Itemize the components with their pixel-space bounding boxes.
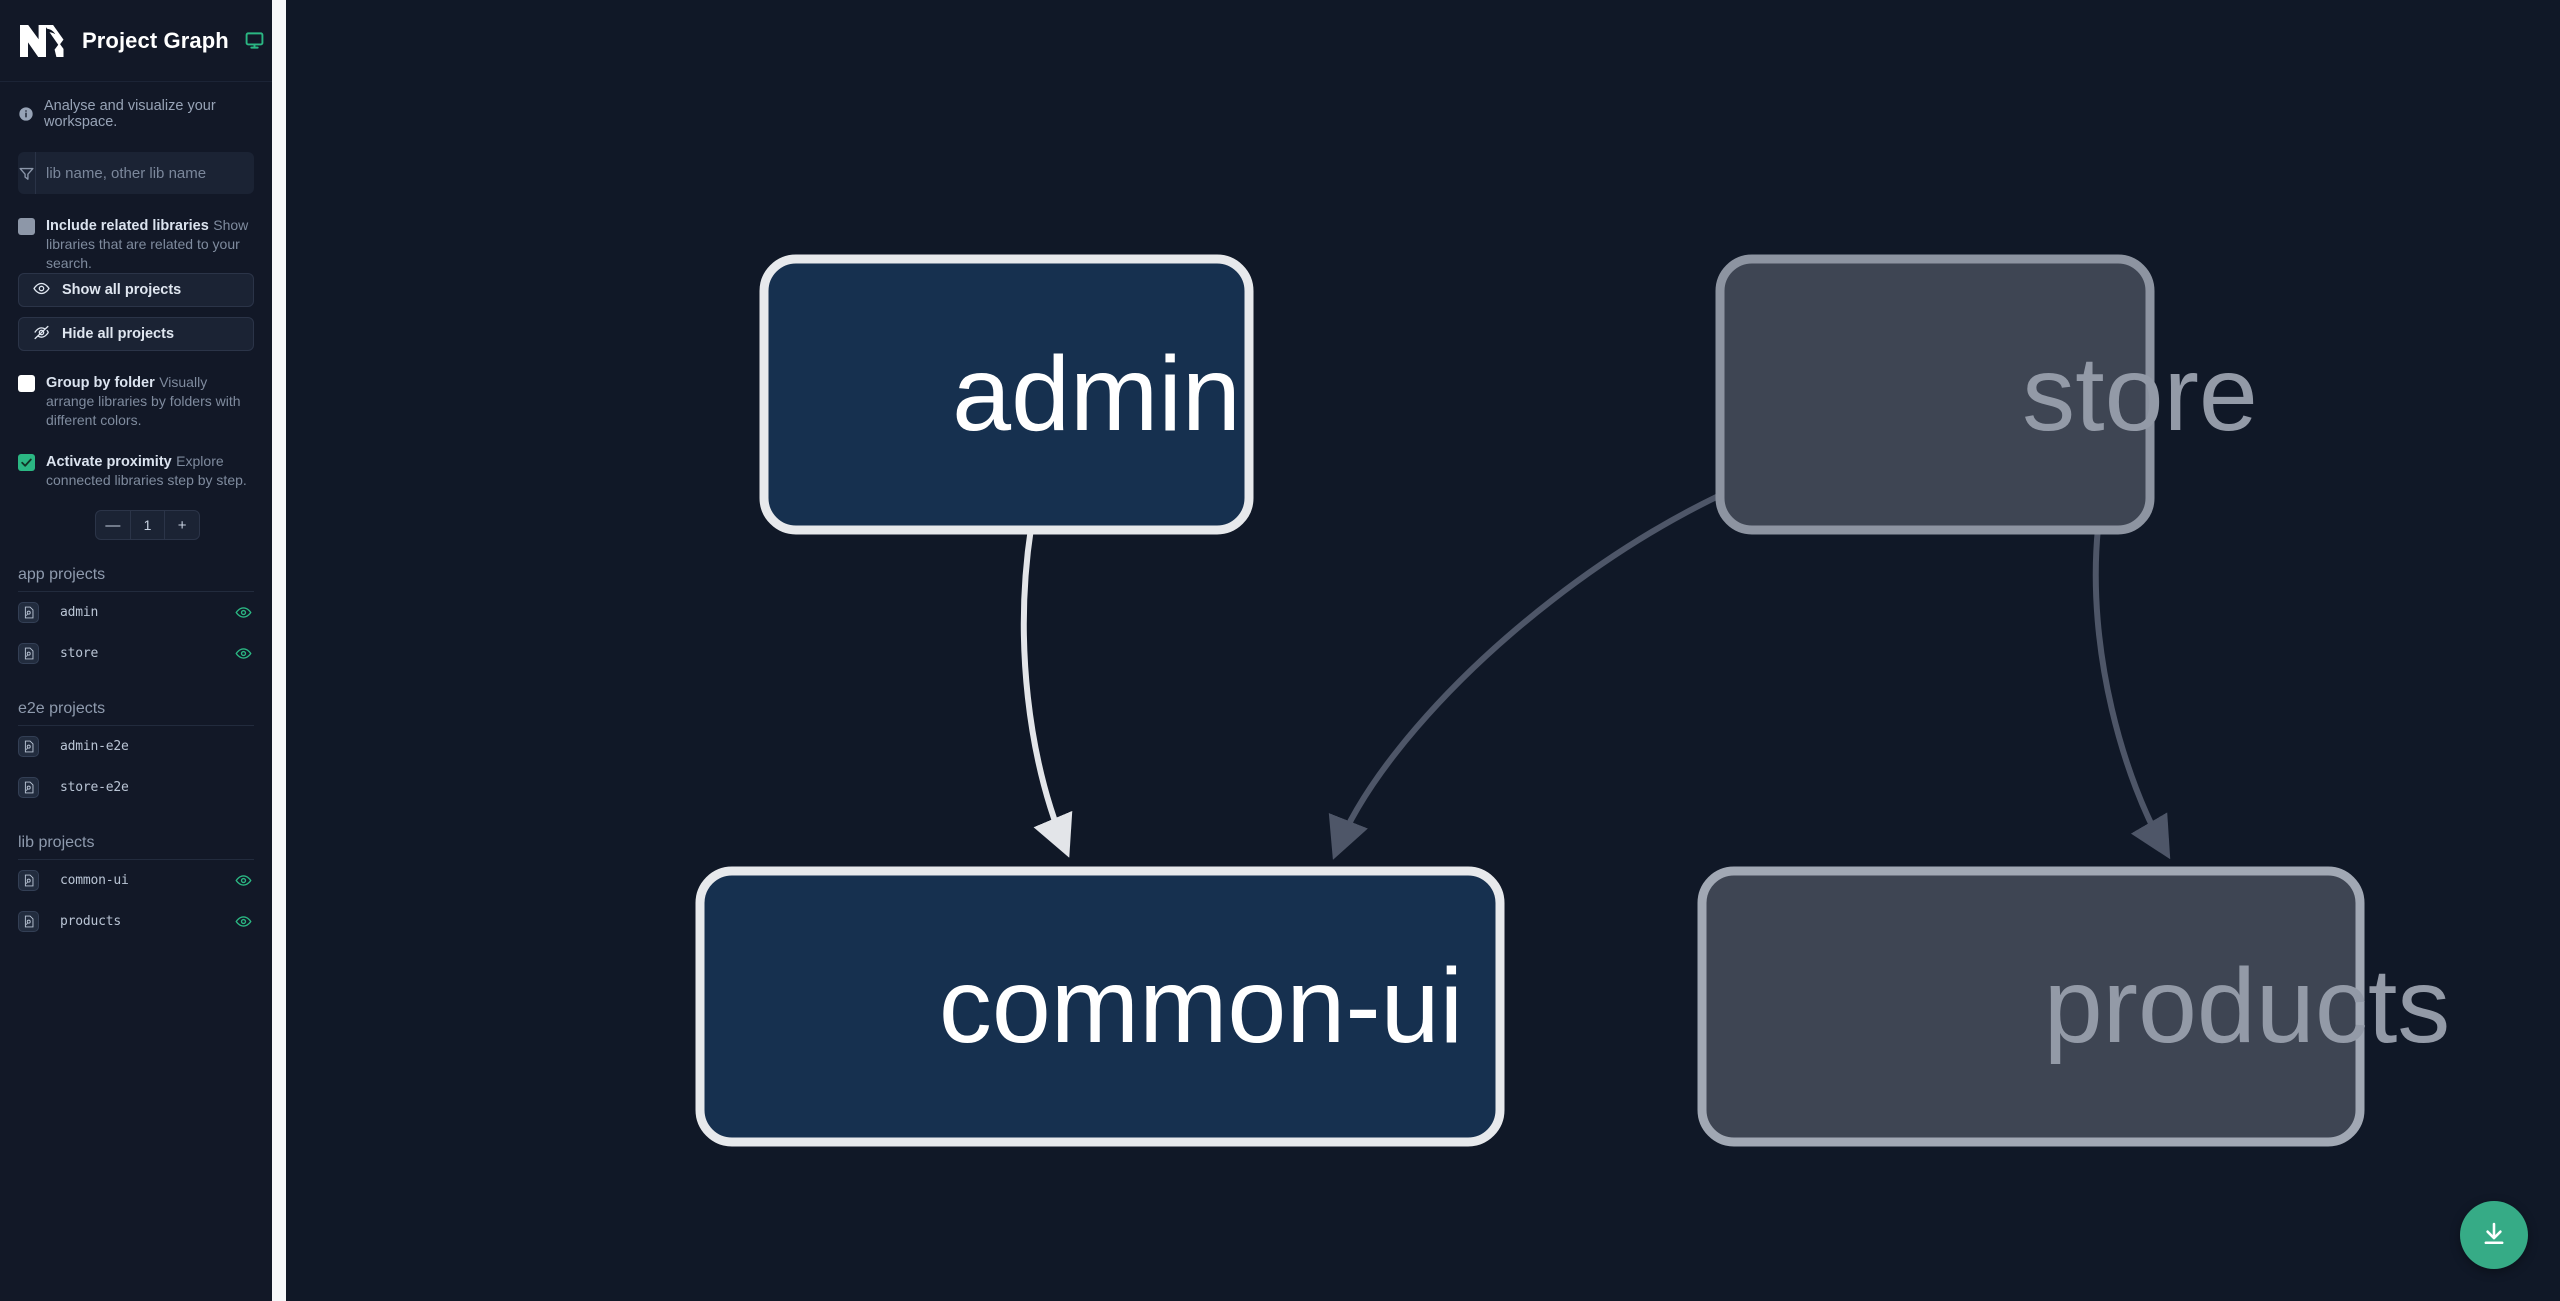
section-title: app projects [18, 566, 254, 593]
filter-icon [18, 152, 36, 194]
hide-all-projects-button[interactable]: Hide all projects [18, 317, 254, 352]
checkbox-include-related-libraries[interactable] [18, 218, 35, 235]
download-button[interactable] [2460, 1201, 2528, 1269]
section-title: lib projects [18, 834, 254, 861]
project-visibility-eye-icon[interactable] [235, 604, 254, 621]
download-icon [2480, 1220, 2508, 1251]
option-group-by-folder[interactable]: Group by folder Visually arrange librari… [18, 373, 254, 430]
sidebar: Project Graph Analyse and visualize your… [0, 0, 272, 1301]
project-row-store[interactable]: store [18, 633, 254, 674]
project-name: common-ui [60, 873, 129, 889]
eye-off-icon [33, 324, 50, 345]
node-store[interactable] [1715, 254, 2155, 535]
graph-canvas[interactable]: admin store common-ui products [286, 0, 2560, 1301]
search-field[interactable] [18, 152, 254, 194]
option-include-related-libraries[interactable]: Include related libraries Show libraries… [18, 216, 254, 273]
section-title: e2e projects [18, 700, 254, 727]
project-name: products [60, 914, 122, 930]
project-name: admin [60, 605, 99, 621]
option-title: Include related libraries [46, 218, 209, 234]
show-all-projects-label: Show all projects [62, 282, 182, 299]
project-graph-svg [695, 254, 2365, 1147]
section-app-projects: app projects admin [18, 566, 254, 674]
project-row-admin-e2e[interactable]: admin-e2e [18, 726, 254, 767]
node-admin[interactable] [759, 254, 1254, 535]
monitor-icon[interactable] [245, 31, 264, 50]
node-products[interactable] [1697, 866, 2365, 1147]
project-file-icon [18, 777, 39, 799]
stepper-increment-button[interactable]: + [177, 516, 187, 534]
sidebar-controls: Include related libraries Show libraries… [0, 144, 272, 942]
project-file-icon [18, 870, 39, 892]
tagline-text: Analyse and visualize your workspace. [44, 98, 216, 130]
project-visibility-eye-icon[interactable] [235, 645, 254, 662]
edge-admin-to-common-ui [1020, 527, 1073, 858]
option-description: Explore connected libraries step by step… [46, 453, 247, 489]
stepper-value: 1 [131, 511, 166, 540]
nx-logo [18, 19, 64, 63]
node-common-ui[interactable] [695, 866, 1505, 1147]
graph-nodes [695, 254, 2365, 1147]
sidebar-resize-handle[interactable] [272, 0, 286, 1301]
project-row-store-e2e[interactable]: store-e2e [18, 767, 254, 808]
project-name: admin-e2e [60, 739, 129, 755]
tagline: Analyse and visualize your workspace. [0, 82, 272, 144]
stepper-decrement-button[interactable]: — [96, 511, 131, 540]
section-lib-projects: lib projects common-ui [18, 834, 254, 942]
project-file-icon [18, 911, 39, 933]
proximity-stepper[interactable]: — 1 + [95, 510, 200, 541]
section-e2e-projects: e2e projects admin-e2e [18, 700, 254, 808]
sidebar-header: Project Graph [0, 0, 272, 82]
project-row-admin[interactable]: admin [18, 592, 254, 633]
checkbox-group-by-folder[interactable] [18, 375, 35, 393]
project-row-common-ui[interactable]: common-ui [18, 860, 254, 901]
option-description: Show libraries that are related to your … [46, 217, 249, 272]
search-input[interactable] [36, 152, 254, 194]
option-title: Activate proximity [46, 454, 172, 471]
checkbox-activate-proximity[interactable] [18, 454, 35, 472]
project-name: store [60, 646, 99, 662]
page-title: Project Graph [82, 27, 229, 53]
option-description: Visually arrange libraries by folders wi… [46, 374, 241, 429]
project-visibility-eye-icon[interactable] [235, 913, 254, 930]
info-icon [18, 106, 34, 122]
hide-all-projects-label: Hide all projects [62, 326, 175, 343]
option-title: Group by folder [46, 375, 155, 392]
project-file-icon [18, 736, 39, 758]
project-visibility-eye-icon[interactable] [235, 872, 254, 889]
eye-icon [33, 280, 50, 301]
option-activate-proximity[interactable]: Activate proximity Explore connected lib… [18, 452, 254, 490]
edge-store-to-products [2092, 527, 2171, 860]
show-all-projects-button[interactable]: Show all projects [18, 273, 254, 308]
project-name: store-e2e [60, 780, 129, 796]
project-file-icon [18, 602, 39, 624]
project-file-icon [18, 643, 39, 665]
project-row-products[interactable]: products [18, 901, 254, 942]
